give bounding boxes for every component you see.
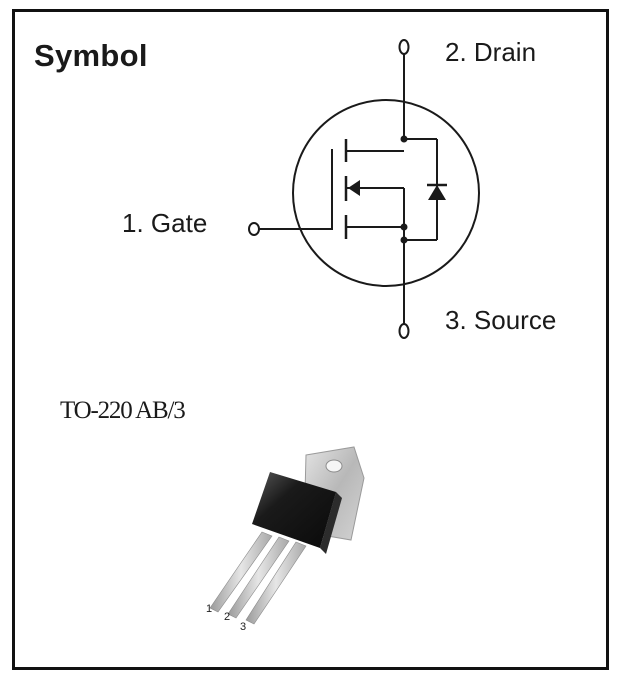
- symbol-heading: Symbol: [34, 38, 148, 73]
- datasheet-frame: [12, 9, 609, 670]
- drain-terminal: [398, 39, 410, 55]
- package-name: TO-220 AB/3: [60, 397, 186, 424]
- to220-package-illustration: 1 2 3: [206, 446, 365, 633]
- source-junction-dot: [400, 223, 408, 231]
- package-lead-3: [245, 541, 307, 625]
- source-terminal: [398, 323, 410, 339]
- body-diode-arrow: [428, 185, 446, 200]
- lead-number-2: 2: [224, 611, 230, 623]
- lead-number-3: 3: [240, 621, 246, 633]
- package-lead-2: [227, 536, 290, 619]
- channel-arrow: [348, 180, 360, 196]
- gate-terminal: [248, 222, 260, 236]
- mosfet-symbol: [248, 39, 480, 339]
- package-mounting-hole: [325, 459, 343, 473]
- gate-pin-label: 1. Gate: [122, 208, 208, 238]
- mosfet-enclosure-circle: [292, 99, 480, 287]
- drain-pin-label: 2. Drain: [445, 37, 537, 67]
- package-body: [252, 472, 336, 548]
- package-lead-1: [209, 531, 273, 613]
- source-lead-junction-dot: [400, 236, 408, 244]
- gate-lead: [259, 149, 333, 230]
- drain-junction-dot: [400, 135, 408, 143]
- lead-number-1: 1: [206, 603, 212, 615]
- source-pin-label: 3. Source: [445, 305, 557, 335]
- package-body-side: [320, 492, 342, 554]
